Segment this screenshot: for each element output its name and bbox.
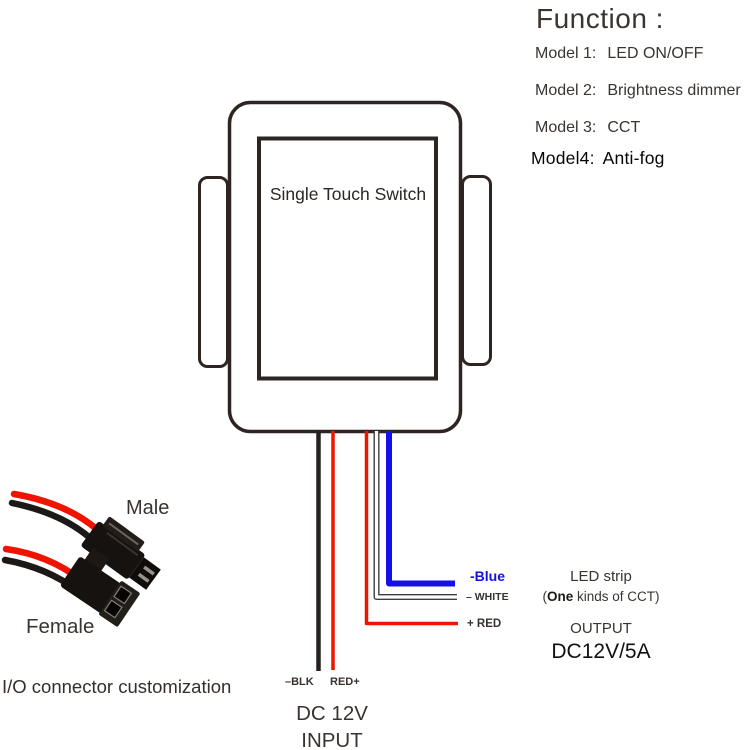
dc-input-label: INPUT — [301, 729, 363, 750]
device-right-ear — [461, 175, 492, 366]
female-socket-1 — [113, 585, 133, 605]
model-3-label: Model 3: — [535, 119, 597, 136]
output-red-wire-label: + RED — [467, 618, 502, 630]
model-2-label: Model 2: — [535, 82, 597, 99]
black-input-wire-label: –BLK — [285, 676, 314, 688]
function-model-3: Model 3: CCT — [535, 119, 640, 137]
male-pin-2 — [137, 572, 150, 583]
function-model-1: Model 1: LED ON/OFF — [535, 45, 703, 63]
blue-wire-label: -Blue — [470, 568, 505, 584]
female-socket-2 — [103, 599, 123, 619]
touch-switch-device — [198, 100, 492, 434]
male-pin-1 — [143, 565, 155, 576]
model-4-label: Model4: — [531, 148, 595, 168]
female-connector-label: Female — [26, 615, 95, 638]
output-blue-wire — [386, 431, 455, 587]
female-connector — [60, 548, 140, 627]
model-2-value: Brightness dimmer — [607, 82, 741, 99]
led-strip-info: LED strip (One kinds of CCT) OUTPUT DC12… — [523, 568, 679, 664]
device-left-ear — [198, 176, 229, 368]
io-connector-photo — [1, 490, 161, 627]
dc-input-info: DC 12V INPUT — [281, 701, 383, 750]
male-connector-label: Male — [126, 497, 170, 519]
red-input-wire-label: RED+ — [330, 676, 360, 688]
output-white-wire-core — [374, 431, 457, 599]
white-wire-label: – WHITE — [466, 591, 509, 603]
device-title: Single Touch Switch — [269, 184, 427, 204]
io-connector-caption: I/O connector customization — [2, 676, 232, 697]
dc-input-voltage: DC 12V — [296, 702, 368, 725]
led-strip-subtitle: (One kinds of CCT) — [542, 589, 660, 604]
wires — [316, 431, 458, 671]
male-connector — [81, 516, 161, 590]
output-label: OUTPUT — [570, 620, 632, 637]
model-4-value: Anti-fog — [602, 148, 665, 168]
model-3-value: CCT — [607, 119, 641, 136]
output-red-wire — [364, 431, 458, 626]
model-1-value: LED ON/OFF — [607, 45, 704, 62]
device-touch-panel — [257, 136, 438, 381]
function-panel-title: Function : — [536, 3, 664, 34]
function-model-4: Model4: Anti-fog — [531, 148, 665, 169]
model-1-label: Model 1: — [535, 45, 597, 62]
output-spec: DC12V/5A — [551, 640, 651, 663]
function-model-2: Model 2: Brightness dimmer — [535, 82, 741, 100]
led-strip-title: LED strip — [570, 568, 632, 585]
